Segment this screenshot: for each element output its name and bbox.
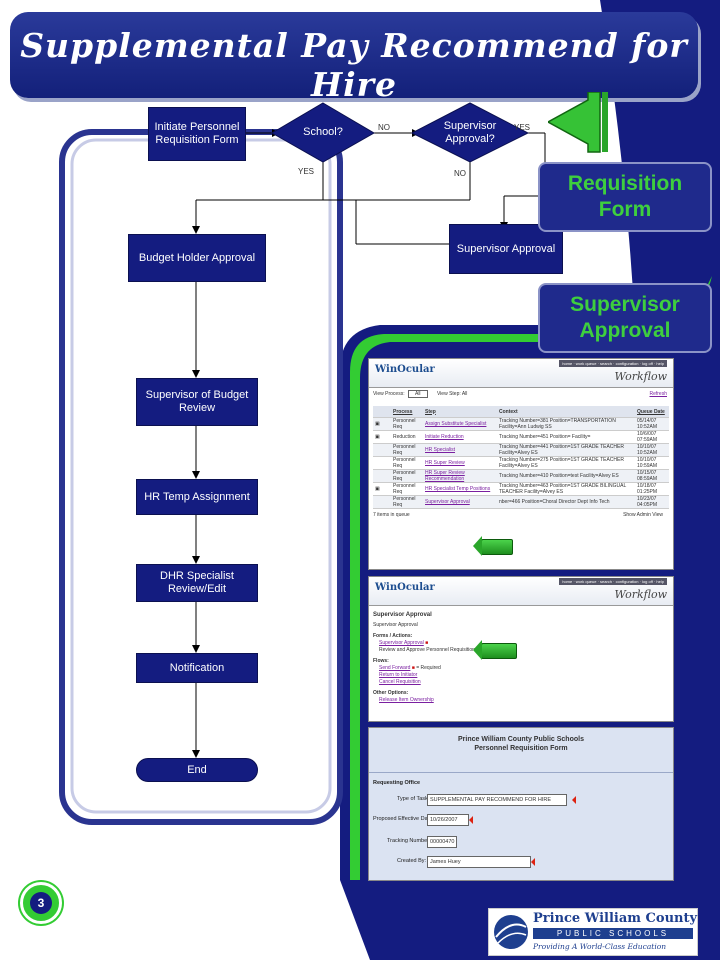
winocular-logo: WinOcular [375,582,435,593]
view-process-select[interactable]: All [407,390,428,398]
supervisor-decision-diamond [410,102,530,163]
form-pointer-arrow-icon [473,640,517,660]
created-by-label: Created By: [397,858,427,864]
supervisor-approval-box: Supervisor Approval [449,224,563,274]
type-task-label: Type of Task: [397,796,430,802]
flows-label: Flows: [373,658,389,664]
globe-logo-icon [494,915,528,949]
winocular-logo: WinOcular [375,364,435,375]
cancel-requisition-link[interactable]: Cancel Requisition [379,679,421,685]
other-options-label: Other Options: [373,690,409,696]
items-in-queue: 7 items in queue [373,512,410,518]
screen-subheading: Supervisor Approval [373,622,418,628]
no-label-2: NO [454,169,466,178]
table-header: Process Step Context Queue Date [373,406,669,418]
supervisor-approval-screenshot: WinOcular home · work queue · search · c… [368,576,674,722]
logo-line-1: Prince William County [533,911,698,926]
top-menu: home · work queue · search · configurati… [559,360,667,367]
requesting-office-label: Requesting Office [373,780,421,786]
notification-box: Notification [136,653,258,683]
workflow-title: Workflow [614,370,667,383]
page-title: Supplemental Pay Recommend for Hire [20,26,688,104]
dhr-specialist-box: DHR Specialist Review/Edit [136,564,258,602]
school-decision-label: School? [303,126,343,138]
requisition-form-screenshot: Prince William County Public Schools Per… [368,727,674,881]
end-terminal: End [136,758,258,782]
initiate-requisition-box: Initiate Personnel Requisition Form [148,107,246,161]
yes-label-2: YES [514,123,531,132]
top-menu: home · work queue · search · configurati… [559,578,667,585]
logo-line-3: Providing A World-Class Education [533,942,667,951]
supervisor-approval-callout: Supervisor Approval [538,283,712,353]
no-label-1: NO [378,123,390,132]
created-by-field[interactable]: James Huey [427,856,531,868]
forms-actions-label: Forms / Actions: [373,633,413,639]
required-note: = Required [416,665,441,671]
view-process-label: View Process: [373,391,405,397]
screen-heading: Supervisor Approval [373,612,432,618]
supervisor-decision-label: Supervisor Approval? [443,120,497,145]
supervisor-approval-link[interactable]: Supervisor Approval [379,640,424,646]
show-admin-checkbox[interactable]: Show Admin View [623,512,663,518]
logo-line-2: PUBLIC SCHOOLS [533,928,693,939]
type-task-select[interactable]: SUPPLEMENTAL PAY RECOMMEND FOR HIRE [427,794,567,806]
page-number: 3 [30,892,52,914]
send-forward-link[interactable]: Send Forward [379,665,411,671]
queue-pointer-arrow-icon [473,536,513,556]
link-description: Review and Approve Personnel Requisition [379,647,475,653]
hr-temp-box: HR Temp Assignment [136,479,258,515]
supervisor-budget-box: Supervisor of Budget Review [136,378,258,426]
return-initiator-link[interactable]: Return to Initiator [379,672,418,678]
yes-label-1: YES [298,167,315,176]
title-banner: Supplemental Pay Recommend for Hire [10,12,698,104]
winocular-queue-screenshot: WinOcular home · work queue · search · c… [368,358,674,570]
view-step-label: View Step: All [436,391,468,397]
requisition-form-callout: Requisition Form [538,162,712,232]
release-ownership-link[interactable]: Release Item Ownership [379,697,434,703]
effective-date-label: Proposed Effective Date: [373,816,434,822]
form-title: Personnel Requisition Form [474,745,568,752]
tracking-number-field[interactable]: 00000470 [427,836,457,848]
page-number-badge: 3 [20,882,62,924]
budget-holder-box: Budget Holder Approval [128,234,266,282]
pwcs-logo: Prince William County PUBLIC SCHOOLS Pro… [488,908,698,956]
school-decision-diamond [271,102,375,163]
workflow-title: Workflow [614,588,667,601]
form-org-title: Prince William County Public Schools [458,736,584,743]
refresh-link[interactable]: Refresh [649,391,667,397]
green-arrow-icon [548,92,608,153]
tracking-number-label: Tracking Number: [387,838,431,844]
effective-date-field[interactable]: 10/26/2007 [427,814,469,826]
